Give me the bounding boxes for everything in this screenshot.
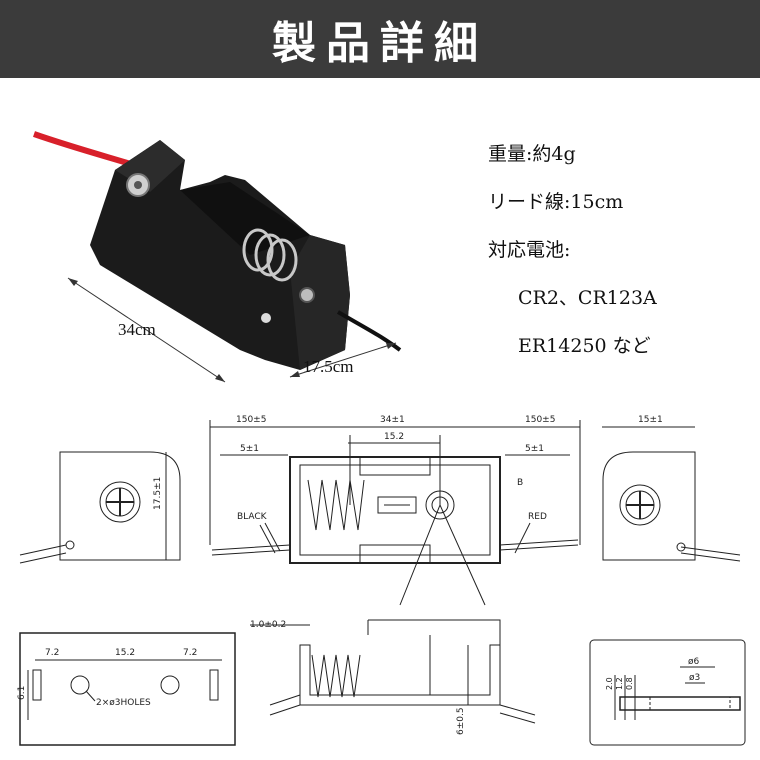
spec-model-line: CR2、CR123A <box>518 287 657 309</box>
dim-end-width: 15±1 <box>638 415 663 425</box>
right-end-view: 15±1 <box>602 415 741 562</box>
width-dimension: 17.5cm <box>303 357 354 376</box>
holes-label: 2×ø3HOLES <box>96 698 151 708</box>
spring-drawing-icon <box>307 479 365 531</box>
marker-b: B <box>517 478 523 488</box>
dim-bottom-center: 15.2 <box>115 648 135 658</box>
dim-side-top: 1.0±0.2 <box>250 620 286 630</box>
wire-black-label: BLACK <box>237 512 268 522</box>
holder-body-icon <box>90 140 350 370</box>
dim-detail-outer: ø6 <box>688 657 700 667</box>
length-dimension: 34cm <box>118 320 156 339</box>
contact-icon <box>99 481 141 523</box>
rivet-icon <box>299 287 315 303</box>
spring-side-icon <box>311 654 361 698</box>
dim-lead-right: 150±5 <box>525 415 555 425</box>
main-top-view: 150±5 34±1 150±5 15.2 5±1 5±1 BLACK RED … <box>209 415 581 606</box>
dim-end-left: 5±1 <box>240 444 259 454</box>
dim-pitch: 15.2 <box>384 432 404 442</box>
header-banner: 製品詳細 <box>0 0 760 78</box>
black-wire-icon <box>336 310 402 352</box>
terminal-detail-view: ø6 ø3 2.0 1.2 0.8 <box>589 639 746 746</box>
dim-bottom-side: 6.1 <box>17 686 27 700</box>
dim-detail-t1: 2.0 <box>605 677 614 690</box>
dim-detail-t3: 0.8 <box>625 677 634 690</box>
specs-panel: 重量:約4g リード線:15cm 対応電池: CR2、CR123A ER1425… <box>488 140 748 380</box>
page-title: 製品詳細 <box>272 18 488 69</box>
dim-bottom-right: 7.2 <box>183 648 197 658</box>
dim-side-height: 6±0.5 <box>456 707 466 735</box>
spec-battery-label: 対応電池: <box>488 239 571 261</box>
dim-end-right: 5±1 <box>525 444 544 454</box>
wire-red-label: RED <box>528 512 547 522</box>
height-dimension: 17.5±1 <box>153 477 163 510</box>
contact-icon <box>619 484 661 526</box>
product-photo <box>33 131 402 383</box>
spec-lead: リード線:15cm <box>488 191 624 213</box>
mount-hole-icon <box>70 675 90 695</box>
dim-bottom-left: 7.2 <box>45 648 59 658</box>
dim-lead-left: 150±5 <box>236 415 266 425</box>
bottom-view: 7.2 15.2 7.2 2×ø3HOLES 6.1 <box>17 632 236 746</box>
side-section-view: 1.0±0.2 6±0.5 <box>250 619 536 735</box>
dim-length: 34±1 <box>380 415 405 425</box>
mount-hole-icon <box>160 675 180 695</box>
spec-weight: 重量:約4g <box>488 143 576 165</box>
left-end-view: 17.5±1 <box>19 451 181 564</box>
dim-detail-t2: 1.2 <box>615 677 624 690</box>
spec-model-line: ER14250 など <box>518 335 651 357</box>
spring-icon <box>242 228 298 282</box>
dim-detail-inner: ø3 <box>689 673 700 683</box>
technical-drawings: 17.5±1 150±5 34±1 150±5 15.2 5±1 5±1 BLA… <box>17 415 746 746</box>
